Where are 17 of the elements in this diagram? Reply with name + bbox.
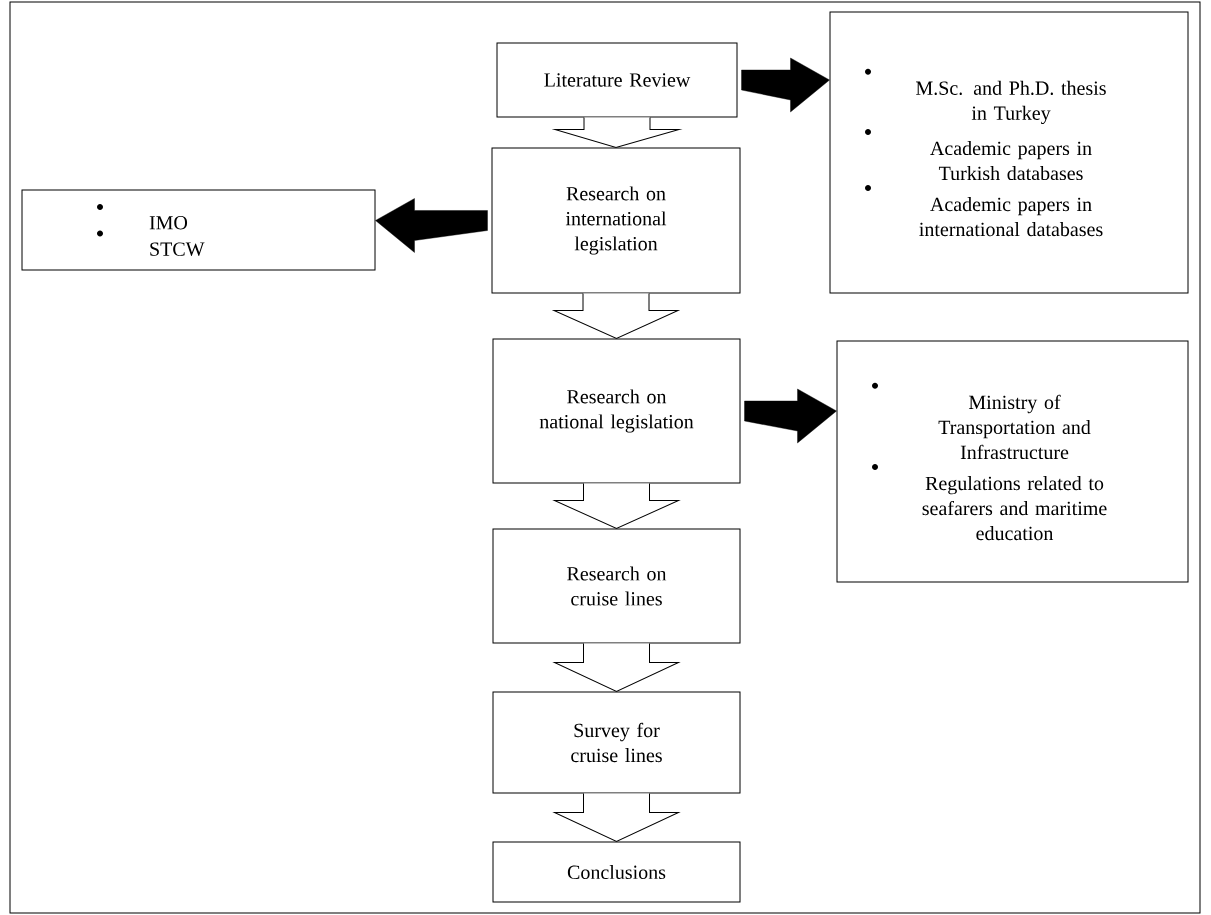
hollow-arrow (554, 643, 679, 692)
process-box: Survey for cruise lines (492, 691, 741, 794)
process-box: Research on international legislation (491, 147, 741, 294)
process-box: Literature Review (496, 42, 738, 118)
block-arrow (375, 198, 488, 253)
process-box: Research on national legislation (492, 338, 741, 484)
process-box: Research on cruise lines (492, 528, 741, 644)
process-box: Conclusions (492, 841, 741, 903)
hollow-arrow (554, 117, 680, 148)
bullet-list-box: M.Sc. and Ph.D. thesis in Turkey Academic papers in Turkish databases Academic papers in international databases (829, 11, 1189, 294)
bullet-list-box: IMO STCW (21, 189, 376, 271)
block-arrow (741, 57, 830, 113)
hollow-arrow (554, 483, 679, 529)
bullet-list-box: Ministry of Transportation and Infrastructure Regulations related to seafarers and maritime education (836, 340, 1189, 583)
block-arrow (744, 388, 837, 444)
hollow-arrow (553, 293, 679, 339)
hollow-arrow (554, 793, 679, 842)
